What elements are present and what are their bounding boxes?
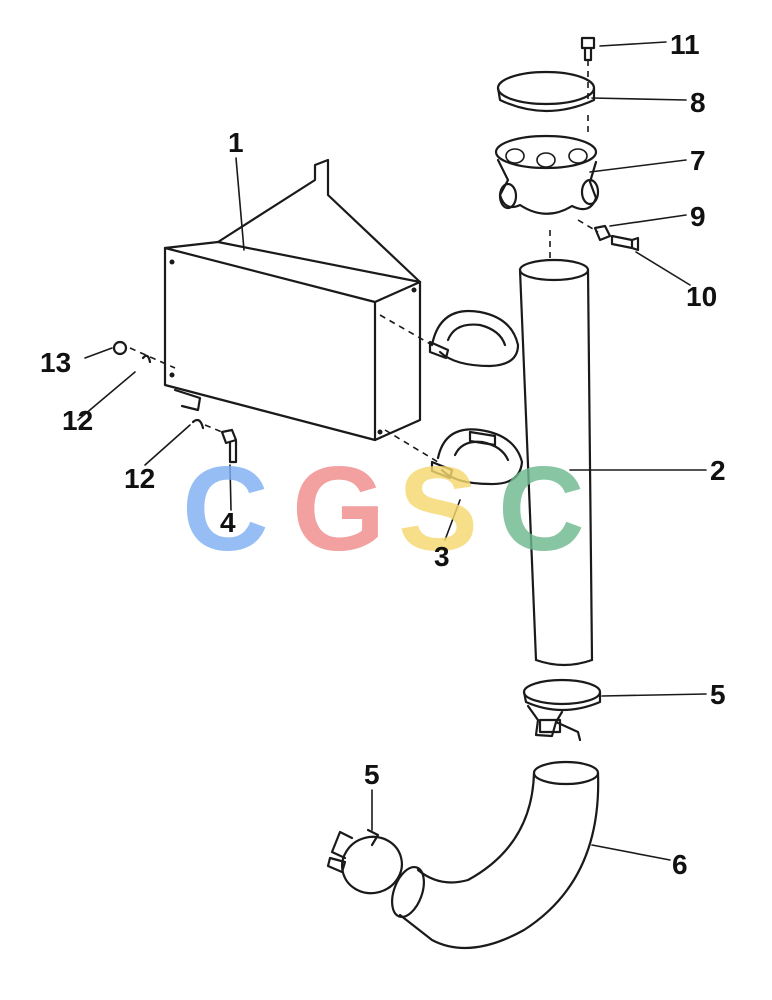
callouts: 1 2 3 4 5 5 6 7 8 9 10 11 12 12 13 [40, 29, 726, 880]
callout-11: 11 [670, 29, 700, 60]
part-12-washer-lower [191, 418, 205, 430]
callout-13: 13 [40, 347, 71, 378]
assembly-line [129, 347, 176, 369]
part-7-housing [494, 134, 600, 215]
callout-12-upper: 12 [62, 405, 93, 436]
callout-6: 6 [672, 849, 688, 880]
callout-1: 1 [228, 127, 244, 158]
part-1-bracket [163, 158, 422, 442]
callout-7: 7 [690, 145, 706, 176]
leader-lines [77, 41, 707, 861]
callout-5-lower: 5 [364, 759, 380, 790]
assembly-line [379, 314, 433, 346]
assembly-line [204, 424, 223, 433]
part-12-washer-upper [141, 354, 152, 364]
watermark: C G S C [182, 442, 585, 576]
callout-2: 2 [710, 455, 726, 486]
callout-10: 10 [686, 281, 717, 312]
assembly-line [577, 219, 599, 233]
callout-9: 9 [690, 201, 706, 232]
part-3-clamp-lower [430, 428, 524, 486]
watermark-letter-s: S [398, 442, 478, 576]
part-3-clamp-upper [428, 309, 520, 368]
part-2-pipe [518, 258, 594, 667]
part-4-bolt [220, 428, 238, 464]
part-5-hose-clamp-upper [522, 678, 602, 742]
part-13-nut [112, 340, 128, 356]
callout-12-lower: 12 [124, 463, 155, 494]
callout-5-upper: 5 [710, 679, 726, 710]
part-11-screw [580, 36, 596, 62]
part-9-nut [593, 224, 612, 242]
part-8-cap [496, 70, 596, 113]
watermark-letter-c2: C [498, 442, 585, 576]
watermark-letter-c1: C [182, 442, 269, 576]
part-10-bolt [610, 234, 640, 252]
callout-4: 4 [220, 507, 236, 538]
watermark-letter-g: G [292, 442, 385, 576]
part-6-elbow-hose [391, 760, 600, 950]
part-5-hose-clamp-lower [326, 828, 403, 895]
callout-8: 8 [690, 87, 706, 118]
callout-3: 3 [434, 541, 450, 572]
